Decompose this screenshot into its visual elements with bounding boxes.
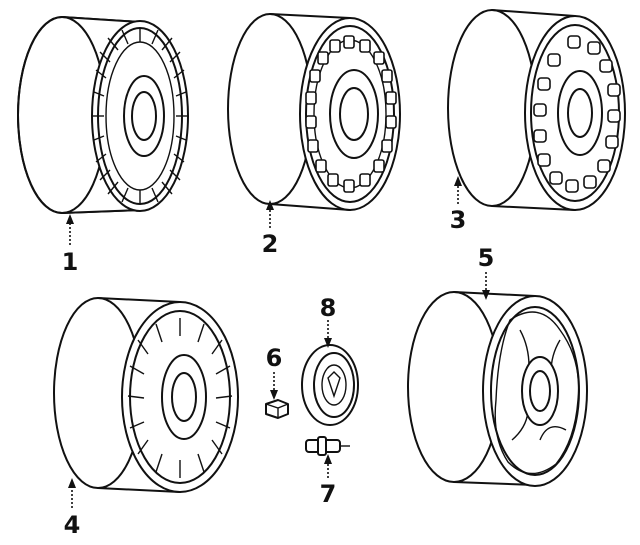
callout-1: 1 xyxy=(62,214,79,276)
center-cap-part xyxy=(301,344,359,426)
callout-2: 2 xyxy=(262,200,279,258)
wheel-3 xyxy=(447,9,626,211)
callout-3: 3 xyxy=(450,176,467,234)
valve-stem-part xyxy=(305,436,350,456)
callout-4: 4 xyxy=(64,478,81,539)
callout-5: 5 xyxy=(478,244,495,300)
callout-8-label: 8 xyxy=(320,294,337,322)
wheel-4 xyxy=(53,297,239,493)
wheel-2 xyxy=(227,13,401,211)
wheel-5 xyxy=(407,291,588,487)
callout-6: 6 xyxy=(266,344,283,400)
lug-nut-part xyxy=(265,399,289,419)
callout-3-label: 3 xyxy=(450,206,467,234)
callout-8: 8 xyxy=(320,294,337,348)
callout-7-label: 7 xyxy=(320,480,337,508)
callout-7: 7 xyxy=(320,454,337,508)
callout-6-label: 6 xyxy=(266,344,283,372)
wheel-1 xyxy=(17,16,189,214)
callout-1-label: 1 xyxy=(62,248,79,276)
callout-5-label: 5 xyxy=(478,244,495,272)
callout-2-label: 2 xyxy=(262,230,279,258)
callout-4-label: 4 xyxy=(64,511,81,539)
